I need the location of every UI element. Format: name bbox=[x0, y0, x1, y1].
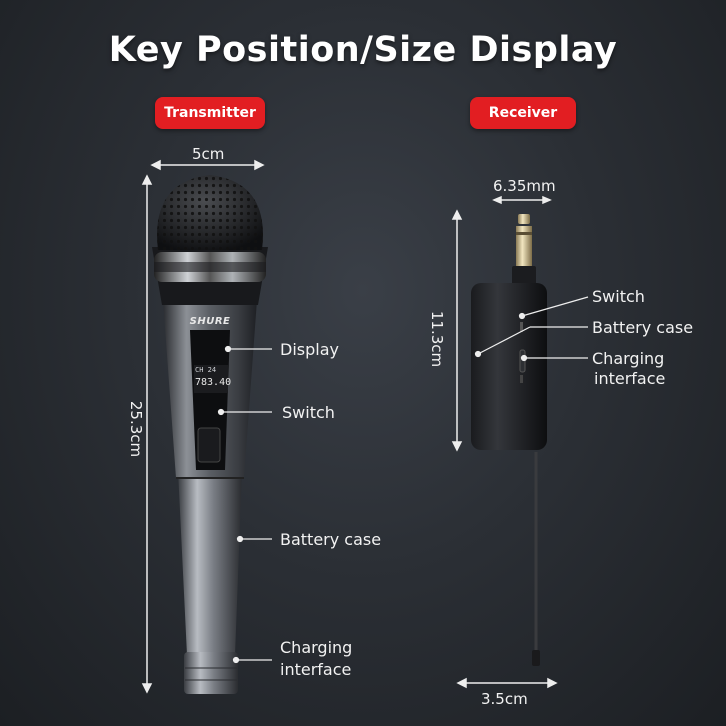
transmitter-width-label: 5cm bbox=[192, 145, 225, 163]
rx-switch-label: Switch bbox=[592, 287, 645, 306]
transmitter-height-label: 25.3cm bbox=[127, 400, 145, 458]
receiver bbox=[471, 214, 547, 666]
plug-width-arrow bbox=[492, 195, 552, 205]
receiver-width-label: 3.5cm bbox=[481, 690, 528, 708]
microphone bbox=[152, 175, 268, 694]
receiver-badge: Receiver bbox=[470, 97, 576, 129]
display-label: Display bbox=[280, 340, 339, 359]
charging-interface-label: Charging interface bbox=[280, 638, 352, 680]
transmitter-badge: Transmitter bbox=[155, 97, 265, 129]
rx-switch-leader bbox=[521, 296, 589, 317]
rx-charging-label-line2: interface bbox=[594, 369, 666, 388]
charging-label-line2: interface bbox=[280, 660, 352, 679]
receiver-height-arrow bbox=[451, 209, 463, 452]
brand-logo: SHURE bbox=[189, 316, 231, 327]
rx-battery-case-label: Battery case bbox=[592, 318, 694, 337]
transmitter-width-arrow bbox=[150, 159, 265, 171]
mic-screen-line2: 783.40 bbox=[195, 377, 232, 388]
charging-label-line1: Charging bbox=[280, 638, 353, 657]
mic-screen-line1: CH 24 bbox=[195, 366, 217, 374]
receiver-width-arrow bbox=[456, 677, 558, 689]
plug-width-label: 6.35mm bbox=[493, 177, 556, 195]
page-title: Key Position/Size Display bbox=[108, 30, 618, 70]
battery-case-label: Battery case bbox=[280, 530, 382, 549]
rx-charging-label-line1: Charging bbox=[592, 349, 665, 368]
receiver-height-label: 11.3cm bbox=[428, 310, 446, 368]
switch-label: Switch bbox=[282, 403, 335, 422]
rx-battery-leader bbox=[477, 326, 531, 355]
rx-charging-interface-label: Charging interface bbox=[592, 349, 665, 389]
transmitter-height-arrow bbox=[141, 174, 153, 694]
